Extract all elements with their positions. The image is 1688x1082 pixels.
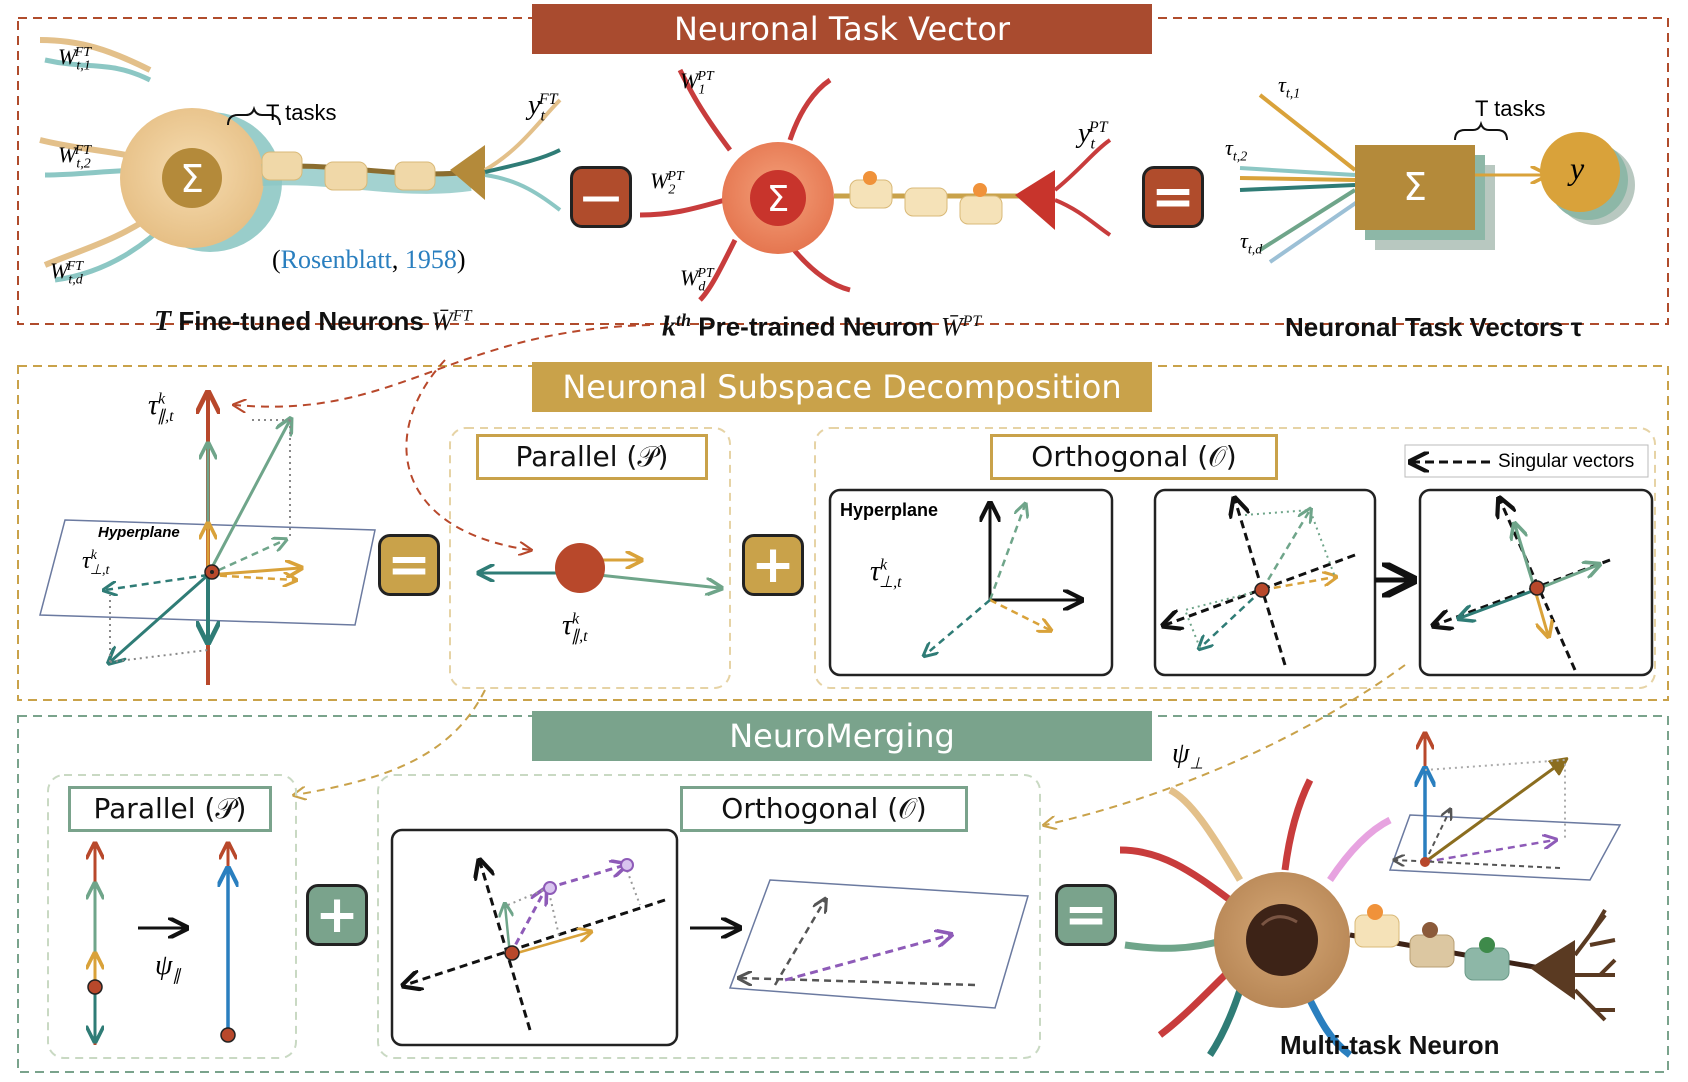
equals-operator-3: = <box>1055 884 1117 946</box>
ortho-tau-perp: τk⊥,t <box>870 556 902 591</box>
ortho-panel-3 <box>1418 488 1654 677</box>
psi-parallel: ψ∥ <box>155 950 180 986</box>
pt-caption: kth Pre-trained Neuron W̄PT <box>662 310 981 344</box>
tv-input-d: τt,d <box>1240 228 1263 258</box>
tv-caption: Neuronal Task Vectors τ <box>1285 312 1583 342</box>
connector-arrow-1 <box>235 324 651 407</box>
ortho-rotation-diagram <box>1165 500 1356 666</box>
tasks-brace-1 <box>227 105 281 126</box>
banner-merging: NeuroMerging <box>532 711 1152 761</box>
psi-perp-sub: ⊥ <box>1189 755 1204 773</box>
decomposition-3d <box>39 395 376 685</box>
ft-caption-sup: FT <box>452 307 472 325</box>
merged-3d-inset <box>1388 735 1622 881</box>
psi-perp-sym: ψ <box>1172 738 1190 769</box>
ft-output: ytFT <box>528 90 558 125</box>
dec-tau-parallel-sub: ∥,t <box>157 407 174 425</box>
pt-caption-prefix-sup: th <box>676 310 692 330</box>
ft-input-1: Wt,1FT <box>58 44 92 74</box>
ft-input-d: Wt,dFT <box>50 258 84 288</box>
dec-hyperplane-label: Hyperplane <box>98 524 180 541</box>
pt-input-1: W1PT <box>680 68 714 98</box>
connector-arrow-4 <box>1045 664 1406 825</box>
dec-parallel-label: τk∥,t <box>562 610 588 645</box>
minus-operator: — <box>570 166 632 228</box>
tv-tasks-label: T tasks <box>1475 96 1546 121</box>
ortho-hyperplane-label: Hyperplane <box>840 500 939 520</box>
tasks-brace-2 <box>1454 120 1508 141</box>
merge-ortho-diagram-2 <box>728 879 1029 1009</box>
connector-arrow-3 <box>295 689 486 795</box>
merge-parallel-title: Parallel (𝒫) <box>68 786 272 832</box>
tv-output: y <box>1570 150 1585 186</box>
finetuned-neuron: Σ <box>39 37 562 283</box>
merge-parallel-panel <box>47 774 297 1059</box>
merge-ortho-panel-1 <box>390 828 679 1047</box>
ft-caption: T Fine-tuned Neurons W̄FT <box>154 306 471 338</box>
parallel-panel <box>449 427 731 689</box>
tv-input-2: τt,2 <box>1225 135 1248 165</box>
merge-orthogonal-title: Orthogonal (𝒪) <box>680 786 968 832</box>
pt-input-d: WdPT <box>680 265 714 295</box>
pt-caption-sym: W̄ <box>940 312 963 342</box>
parallel-diagram <box>480 543 720 593</box>
merge-parallel-diagram <box>88 845 235 1045</box>
ortho-panel-2 <box>1153 488 1377 677</box>
citation-author[interactable]: Rosenblatt <box>280 245 392 274</box>
ortho-projected-diagram <box>1435 500 1611 671</box>
dec-tau-perp: τk⊥,t <box>82 548 110 578</box>
pt-caption-text: Pre-trained Neuron <box>698 311 934 342</box>
section-merging-frame <box>17 715 1669 1073</box>
tv-input-1: τt,1 <box>1278 72 1301 102</box>
pt-input-2: W2PT <box>650 168 684 198</box>
svg-text:Σ: Σ <box>767 179 790 220</box>
citation-year[interactable]: 1958 <box>404 245 457 274</box>
dec-tau-parallel: τk∥,t <box>148 390 174 425</box>
ft-input-2: Wt,2FT <box>58 142 92 172</box>
banner-task-vector: Neuronal Task Vector <box>532 4 1152 54</box>
dec-orthogonal-title: Orthogonal (𝒪) <box>990 434 1278 480</box>
ft-caption-text: Fine-tuned Neurons <box>178 306 424 336</box>
ft-input-1-sup: FT <box>74 44 92 60</box>
merge-ortho-diagram-1 <box>405 859 666 1031</box>
equals-operator-2: = <box>378 534 440 596</box>
dec-parallel-title: Parallel (𝒫) <box>476 434 708 480</box>
ortho-panel-1 <box>828 488 1114 677</box>
citation: (Rosenblatt, 1958) <box>272 245 466 274</box>
ortho-hyperplane-diagram <box>925 505 1080 655</box>
ft-caption-prefix: T <box>154 306 172 337</box>
psi-perp: ψ⊥ <box>1172 738 1203 774</box>
task-vectors-neuron: Σ <box>1239 93 1635 264</box>
svg-text:Σ: Σ <box>180 157 204 201</box>
plus-operator-2: + <box>306 884 368 946</box>
pt-caption-prefix: k <box>662 311 676 343</box>
svg-text:Σ: Σ <box>1403 165 1427 209</box>
multitask-neuron <box>1119 778 1617 1058</box>
merge-orthogonal-panel <box>377 774 1041 1059</box>
pt-caption-sup: PT <box>962 313 982 330</box>
equals-operator-1: = <box>1142 166 1204 228</box>
legend-label: Singular vectors <box>1498 451 1635 472</box>
psi-parallel-sym: ψ <box>155 950 173 981</box>
multitask-caption: Multi-task Neuron <box>1280 1030 1500 1060</box>
ft-tasks-label: T tasks <box>266 100 337 125</box>
plus-operator-1: + <box>742 534 804 596</box>
pretrained-neuron: Σ <box>639 68 1112 302</box>
pt-output: ytPT <box>1078 118 1108 153</box>
banner-decomposition: Neuronal Subspace Decomposition <box>532 362 1152 412</box>
ft-caption-sym: W̄ <box>431 307 453 336</box>
orthogonal-panel <box>814 427 1656 689</box>
ft-input-1-sub: t,1 <box>76 58 91 74</box>
dec-tau-parallel-sup: k <box>158 390 166 408</box>
psi-parallel-sub: ∥ <box>172 967 181 985</box>
